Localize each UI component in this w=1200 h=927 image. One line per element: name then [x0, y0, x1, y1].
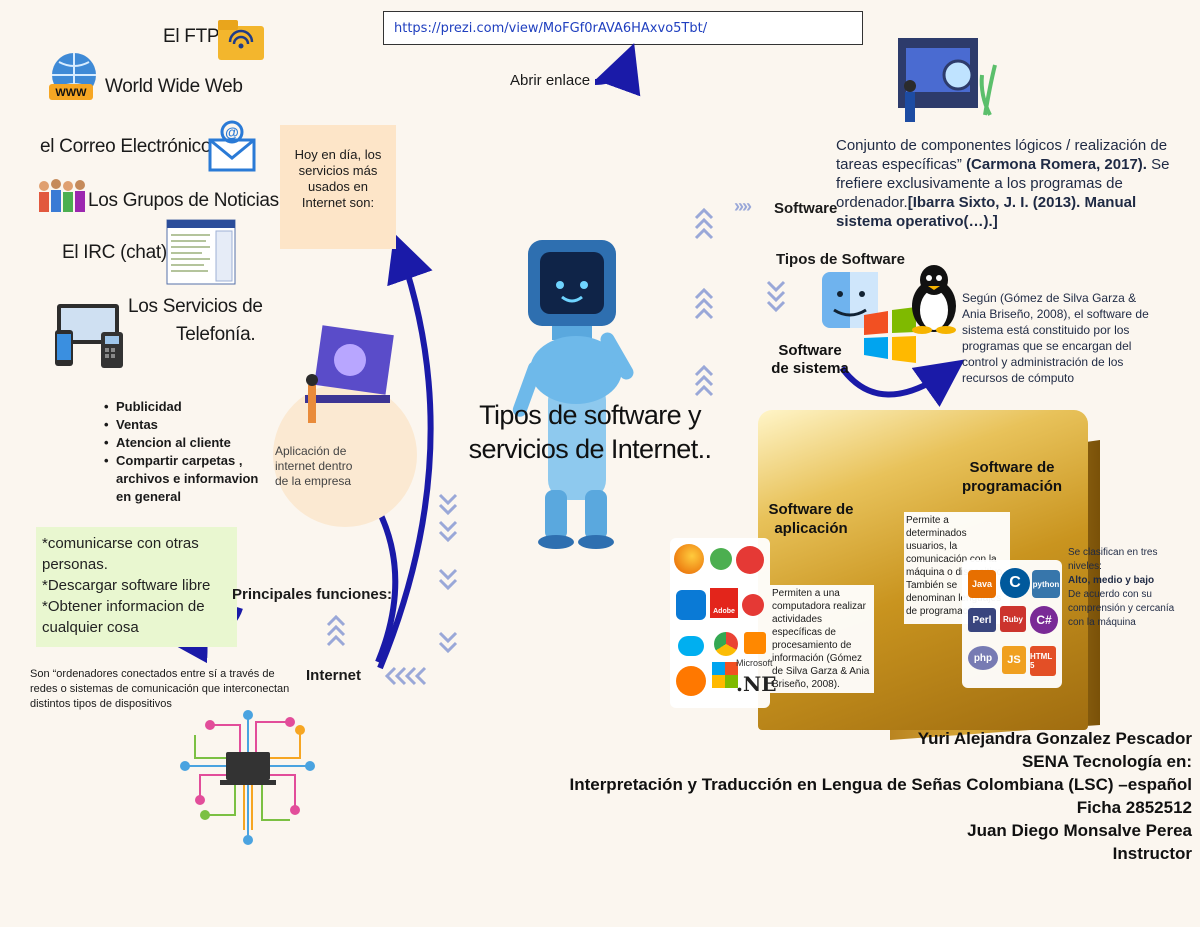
software-definition: Conjunto de componentes lógicos / realiz…: [836, 136, 1186, 231]
function-item: *Descargar software libre: [42, 577, 211, 594]
app-logos-panel: Adobe Microsoft .NE: [670, 538, 777, 708]
service-ftp: El FTP: [163, 26, 220, 47]
perl-logo-icon: Perl: [968, 608, 996, 632]
internet-to-services-arrow: [377, 233, 434, 670]
svg-text:WWW: WWW: [55, 87, 87, 99]
globe-www-icon: WWW: [47, 50, 101, 104]
credit-ficha: Ficha 2852512: [1076, 798, 1192, 817]
service-telephony-line2: Telefonía.: [176, 324, 256, 345]
system-arrow: [839, 359, 965, 407]
credit-instructor-role: Instructor: [1112, 844, 1192, 863]
office-logo-icon: [712, 662, 738, 688]
system-label: Software de sistema: [771, 342, 849, 377]
js-logo-icon: JS: [1002, 646, 1026, 674]
application-text: Permiten a una computadora realizar acti…: [770, 585, 874, 693]
html5-logo-icon: HTML 5: [1030, 646, 1056, 676]
ruby-logo-icon: Ruby: [1000, 606, 1026, 632]
linux-tux-icon: [906, 262, 962, 334]
bullet-item: Compartir carpetas , archivos e informav…: [104, 452, 274, 506]
levels-a: Se clasifican en tres niveles:: [1068, 547, 1158, 572]
credits-block: Yuri Alejandra Gonzalez Pescador SENA Te…: [569, 727, 1192, 865]
function-item: *comunicarse con otras personas.: [42, 535, 199, 573]
bullet-item: Ventas: [104, 416, 274, 434]
chevron-stack-center: [326, 493, 458, 686]
credit-author: Yuri Alejandra Gonzalez Pescador: [917, 729, 1192, 748]
programming-label: Software de programación: [962, 459, 1063, 495]
software-cite-b: [Ibarra Sixto, J. I. (2013). Manual sist…: [836, 194, 1137, 230]
levels-c: De acuerdo con su comprensión y cercanía…: [1068, 589, 1175, 628]
languages-panel: Java C python Perl Ruby C# php JS HTML 5: [962, 560, 1062, 688]
mac-finder-icon: [820, 270, 880, 330]
business-illustration: [273, 325, 417, 527]
software-label: Software: [774, 200, 838, 217]
service-www: World Wide Web: [105, 76, 243, 97]
types-label: Tipos de Software: [776, 251, 905, 268]
open-link-label[interactable]: Abrir enlace: [510, 72, 591, 89]
internet-definition: Son “ordenadores conectados entre sí a t…: [30, 668, 290, 710]
chrome-logo-icon: [714, 632, 738, 656]
main-title: Tipos de software y servicios de Interne…: [468, 400, 712, 464]
service-irc: El IRC (chat): [62, 242, 167, 263]
firefox-logo-icon: [674, 544, 704, 574]
java-logo-icon: Java: [968, 570, 996, 598]
credit-instructor-name: Juan Diego Monsalve Perea: [967, 821, 1192, 840]
service-telephony-line1: Los Servicios de: [128, 296, 263, 317]
open-link-arrow: [594, 43, 641, 97]
internet-label: Internet: [306, 667, 362, 684]
credit-program: SENA Tecnología en:: [1021, 752, 1192, 771]
bullet-item: Publicidad: [104, 398, 274, 416]
svg-text:@: @: [225, 124, 239, 140]
levels-text: Se clasifican en tres niveles: Alto, med…: [1068, 546, 1178, 630]
application-label: Software de aplicación: [768, 501, 854, 537]
levels-b: Alto, medio y bajo: [1068, 575, 1155, 586]
skype-logo-icon: [678, 636, 704, 656]
adobe-logo-icon: Adobe: [710, 588, 738, 618]
url-link[interactable]: https://prezi.com/view/MoFGf0rAVA6HAxvo5…: [383, 11, 863, 45]
system-text: Según (Gómez de Silva Garza & Ania Brise…: [962, 291, 1149, 385]
media-logo-icon: [736, 546, 764, 574]
service-newsgroups: Los Grupos de Noticias: [88, 190, 279, 211]
dotnet-label: .NE: [736, 672, 777, 696]
software-definition-b: Se frefiere exclusivamente a los program…: [836, 156, 1170, 211]
email-icon: @: [207, 118, 257, 174]
python-logo-icon: python: [1032, 570, 1060, 598]
software-illustration: [898, 38, 997, 122]
functions-note: *comunicarse con otras personas. *Descar…: [36, 527, 237, 647]
devices-icon: [53, 300, 125, 372]
business-caption: Aplicación de internet dentro de la empr…: [275, 444, 353, 488]
robot-illustration: [512, 240, 634, 549]
ftp-folder-icon: [216, 16, 266, 62]
service-email: el Correo Electrónico: [40, 136, 212, 157]
teamviewer-logo-icon: [676, 590, 706, 620]
utorrent-logo-icon: [710, 548, 732, 570]
php-logo-icon: php: [968, 646, 998, 670]
c-logo-icon: C: [1000, 568, 1030, 598]
chevron-stack-right: [694, 207, 786, 397]
avast-logo-icon: [676, 666, 706, 696]
network-illustration: [180, 710, 315, 845]
functions-title: Principales funciones:: [232, 586, 393, 603]
bullet-item: Atencion al cliente: [104, 434, 274, 452]
people-group-icon: [36, 176, 92, 216]
software-definition-a: Conjunto de componentes lógicos / realiz…: [836, 137, 1168, 173]
windows-logo-icon: [860, 305, 920, 365]
software-chevrons: ››››: [734, 196, 752, 216]
business-bullet-list: Publicidad Ventas Atencion al cliente Co…: [104, 398, 274, 506]
microsoft-label: Microsoft: [736, 658, 773, 668]
csharp-logo-icon: C#: [1030, 606, 1058, 634]
acrobat-logo-icon: [742, 594, 764, 616]
vlc-logo-icon: [744, 632, 766, 654]
function-item: *Obtener informacion de cualquier cosa: [42, 598, 205, 636]
services-note: Hoy en día, los servicios más usados en …: [280, 125, 396, 249]
chat-window-icon: [166, 219, 236, 285]
credit-program-name: Interpretación y Traducción en Lengua de…: [569, 775, 1192, 794]
software-cite-a: (Carmona Romera, 2017).: [966, 156, 1147, 173]
